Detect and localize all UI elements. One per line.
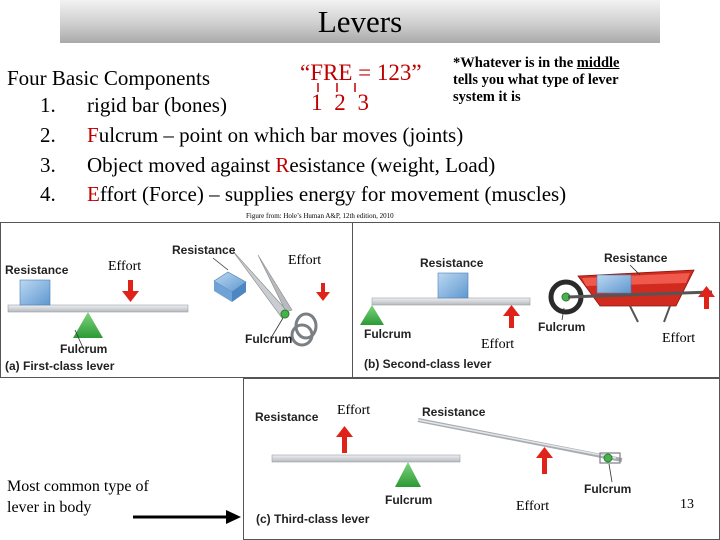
first-class-fulcrum — [73, 312, 103, 338]
first-class-caption: (a) First-class lever — [5, 359, 115, 373]
list-item-4: Effort (Force) – supplies energy for mov… — [87, 182, 567, 206]
list-number-1: 1. — [40, 93, 56, 117]
fishing-rod-image — [417, 418, 623, 464]
list-number-2: 2. — [40, 123, 56, 147]
wheelbarrow-fulcrum-label: Fulcrum — [538, 320, 586, 334]
figure-credit: Figure from: Hole’s Human A&P, 12th edit… — [246, 212, 394, 220]
wheelbarrow-image — [548, 269, 713, 323]
first-class-fulcrum-label: Fulcrum — [60, 342, 108, 356]
second-class-caption: (b) Second-class lever — [364, 357, 492, 371]
third-class-effort-label: Effort — [337, 403, 371, 418]
second-class-bar — [371, 297, 531, 306]
page-number: 13 — [680, 497, 694, 512]
first-class-effort-label: Effort — [108, 259, 142, 274]
second-class-resistance-box — [437, 272, 469, 299]
components-heading: Four Basic Components — [7, 66, 210, 90]
second-class-fulcrum — [360, 305, 384, 325]
list-item-3: Object moved against Resistance (weight,… — [87, 153, 496, 177]
second-class-fulcrum-label: Fulcrum — [364, 327, 412, 341]
list-item-1: rigid bar (bones) — [87, 93, 227, 117]
most-common-arrow — [133, 510, 241, 524]
list-number-3: 3. — [40, 153, 56, 177]
scissors-effort-arrow — [316, 283, 330, 301]
middle-note: *Whatever is in the middle tells you wha… — [453, 55, 620, 105]
second-class-resistance-label: Resistance — [420, 256, 484, 270]
first-class-resistance-label: Resistance — [5, 263, 69, 277]
scissors-image — [213, 249, 318, 347]
second-class-effort-label: Effort — [481, 337, 515, 352]
wheelbarrow-effort-label: Effort — [662, 331, 696, 346]
fishing-rod-effort-arrow — [536, 447, 553, 474]
scissors-effort-label: Effort — [288, 253, 322, 268]
third-class-fulcrum-label: Fulcrum — [385, 493, 433, 507]
most-common-note: Most common type of lever in body — [7, 478, 149, 516]
fishing-effort-label: Effort — [516, 499, 550, 514]
title-bar: Levers — [60, 0, 660, 43]
list-item-2: Fulcrum – point on which bar moves (join… — [87, 123, 464, 147]
first-class-effort-arrow — [122, 280, 139, 302]
scissors-fulcrum-label: Fulcrum — [245, 332, 293, 346]
fre-numbers: 1 2 3 — [311, 90, 372, 115]
fishing-fulcrum-label: Fulcrum — [584, 482, 632, 496]
fishing-resistance-label: Resistance — [422, 405, 486, 419]
third-class-caption: (c) Third-class lever — [256, 512, 370, 526]
first-class-resistance-box — [19, 279, 51, 306]
page-title: Levers — [317, 4, 403, 39]
third-class-resistance-label: Resistance — [255, 410, 319, 424]
wheelbarrow-resistance-label: Resistance — [604, 251, 668, 265]
wheelbarrow-effort-arrow — [698, 286, 715, 309]
scissors-resistance-label: Resistance — [172, 243, 236, 257]
second-class-effort-arrow — [503, 305, 520, 328]
third-class-effort-arrow — [336, 426, 353, 453]
third-class-fulcrum — [395, 462, 421, 487]
third-class-bar — [271, 454, 461, 463]
first-class-bar — [7, 304, 189, 313]
list-number-4: 4. — [40, 182, 56, 206]
fre-mnemonic: “FRE = 123” — [300, 60, 422, 85]
panel-first-class — [0, 222, 353, 378]
